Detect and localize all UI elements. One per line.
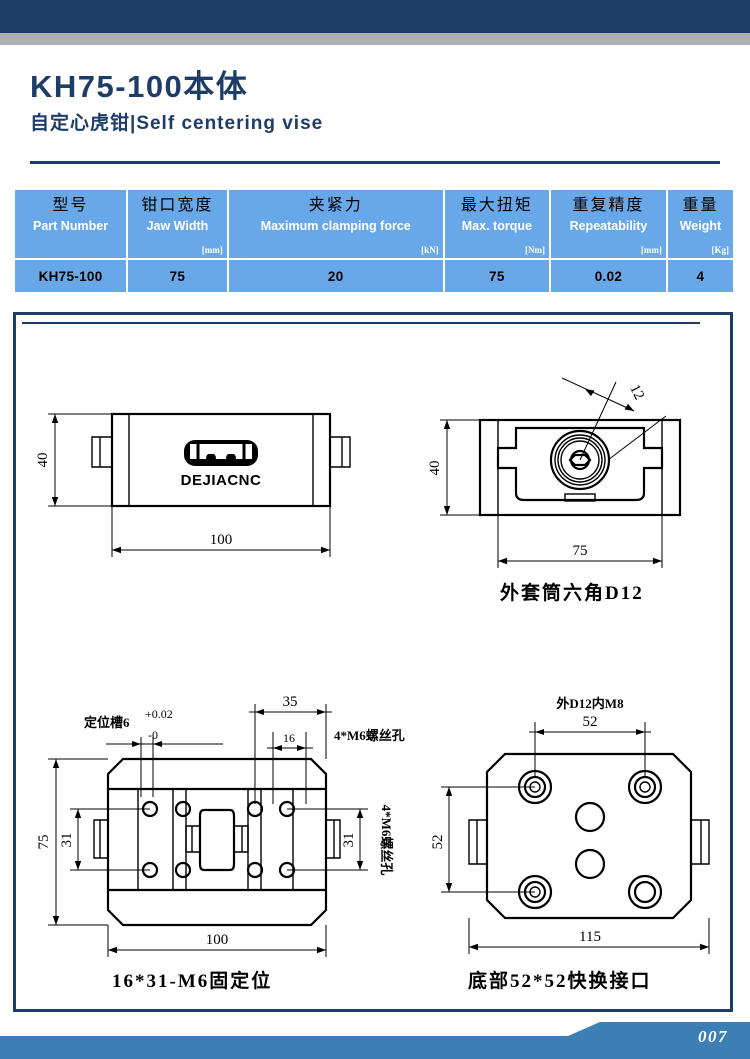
header-label-cn: 型号 [52, 197, 89, 214]
title-underline [30, 161, 720, 164]
page-subtitle: 自定心虎钳|Self centering vise [30, 113, 324, 134]
dim-35: 35 [283, 694, 298, 710]
header-label-en: Repeatability [569, 219, 648, 233]
table-header-cell: 最大扭矩 Max. torque [Nm] [444, 190, 550, 258]
bottom-view-caption: 底部52*52快换接口 [468, 971, 652, 992]
header-label-cn: 重复精度 [572, 197, 645, 214]
front-view-drawing: DEJIACNC 40 100 [22, 392, 372, 582]
header-label-en: Part Number [33, 219, 109, 233]
header-label-cn: 钳口宽度 [141, 197, 214, 214]
table-cell-max-torque: 75 [444, 260, 550, 292]
dim-31-right: 31 [341, 833, 357, 848]
specification-table: 型号 Part Number 钳口宽度 Jaw Width [mm] 夹紧力 M… [13, 188, 735, 294]
header-unit: [Nm] [525, 245, 546, 255]
top-header-bar [0, 0, 750, 33]
tolerance-lower: -0 [148, 728, 158, 742]
note-thread-spec: 外D12内M8 [555, 696, 624, 711]
table-cell-repeatability: 0.02 [551, 260, 666, 292]
brand-text: DEJIACNC [181, 472, 262, 489]
top-view-drawing: 定位槽6 +0.02 -0 35 16 4*M6螺丝孔 75 31 31 4*M… [28, 692, 428, 967]
header-label-cn: 重量 [682, 197, 719, 214]
dim-115: 115 [579, 929, 601, 945]
table-header-cell: 重量 Weight [Kg] [667, 190, 733, 258]
center-hole [574, 801, 606, 833]
note-locating-slot: 定位槽6 [83, 715, 130, 730]
side-view-drawing: 12 40 75 [420, 368, 720, 588]
table-cell-weight: 4 [667, 260, 733, 292]
table-row: KH75-100 75 20 75 0.02 4 [15, 260, 733, 292]
footer-banner [0, 1022, 750, 1059]
table-header-cell: 型号 Part Number [15, 190, 127, 258]
bottom-view-drawing: 外D12内M8 52 52 115 [430, 692, 735, 967]
note-screw-holes-top: 4*M6螺丝孔 [334, 728, 405, 743]
dim-width-75: 75 [573, 543, 588, 559]
dim-socket-12: 12 [626, 382, 647, 403]
header-gray-band [0, 33, 750, 45]
table-header-row: 型号 Part Number 钳口宽度 Jaw Width [mm] 夹紧力 M… [15, 190, 733, 258]
dim-height-40: 40 [427, 461, 443, 476]
side-view-caption: 外套筒六角D12 [500, 583, 644, 604]
note-screw-holes-side: 4*M6螺丝孔 [379, 805, 394, 876]
dim-16: 16 [283, 731, 295, 745]
center-hole [574, 848, 606, 880]
counterbore-hole [627, 874, 663, 910]
dim-52-left: 52 [430, 835, 446, 850]
table-header-cell: 钳口宽度 Jaw Width [mm] [128, 190, 227, 258]
header-label-en: Maximum clamping force [260, 219, 411, 233]
dim-75: 75 [36, 835, 52, 850]
dim-height-40: 40 [35, 453, 51, 468]
header-label-cn: 最大扭矩 [460, 197, 533, 214]
tolerance-upper: +0.02 [145, 707, 173, 721]
table-header-cell: 重复精度 Repeatability [mm] [551, 190, 666, 258]
top-view-caption: 16*31-M6固定位 [112, 971, 273, 992]
header-unit: [kN] [421, 245, 439, 255]
dim-52-top: 52 [583, 714, 598, 730]
header-label-cn: 夹紧力 [308, 197, 363, 214]
dim-width-100: 100 [210, 532, 233, 548]
header-label-en: Max. torque [461, 219, 532, 233]
header-unit: [mm] [640, 245, 662, 255]
table-header-cell: 夹紧力 Maximum clamping force [kN] [228, 190, 443, 258]
page-number: 007 [698, 1027, 728, 1046]
dim-100: 100 [206, 932, 229, 948]
header-unit: [Kg] [711, 245, 730, 255]
page-title-block: KH75-100本体 自定心虎钳|Self centering vise [30, 68, 720, 138]
header-unit: [mm] [201, 245, 223, 255]
dim-31-left: 31 [59, 833, 75, 848]
header-label-en: Weight [679, 219, 722, 233]
page-title: KH75-100本体 [30, 69, 249, 104]
brand-logo-icon [184, 440, 258, 466]
drawing-panel-divider [22, 322, 700, 324]
header-label-en: Jaw Width [146, 219, 209, 233]
table-cell-jaw-width: 75 [128, 260, 227, 292]
table-cell-part-number: KH75-100 [15, 260, 127, 292]
table-cell-clamping-force: 20 [228, 260, 443, 292]
